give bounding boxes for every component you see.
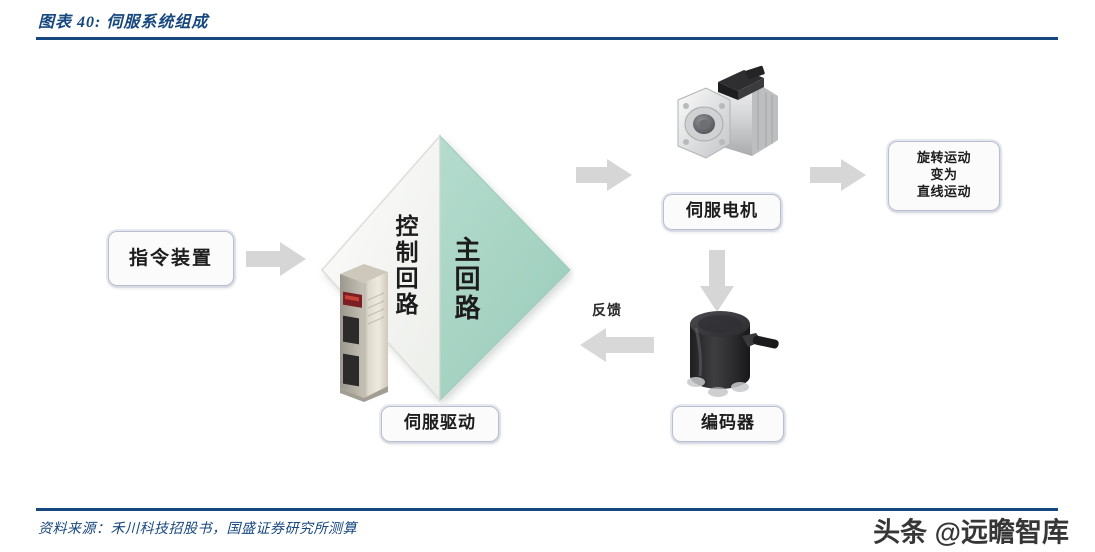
node-servo-motor[interactable]: 伺服电机 [663,194,781,230]
servo-system-diagram: 指令装置 [0,44,1095,506]
watermark: 头条 @远瞻智库 [873,517,1069,548]
figure-header: 图表 40: 伺服系统组成 [0,0,1095,42]
node-servo-drive[interactable]: 伺服驱动 [381,406,499,442]
arrow-drive-to-motor [576,159,632,191]
node-command-device[interactable]: 指令装置 [108,231,234,286]
footer-divider [36,508,1058,511]
node-motion-conversion[interactable]: 旋转运动 变为 直线运动 [888,141,1000,211]
header-divider [36,37,1058,40]
label-control-circuit: 控制回路 [391,214,417,318]
node-encoder[interactable]: 编码器 [672,406,784,442]
arrow-motor-to-convert [810,159,866,191]
label-feedback: 反馈 [592,303,622,319]
motion-convert-line-2: 变为 [930,167,958,183]
servo-drive-device-image [334,260,390,402]
source-note: 资料来源：禾川科技招股书，国盛证券研究所测算 [38,522,357,537]
encoder-device-image [672,302,788,406]
page-title: 图表 40: 伺服系统组成 [38,14,209,31]
motion-convert-line-3: 直线运动 [916,185,971,201]
arrow-command-to-drive [246,242,306,276]
label-main-circuit: 主回路 [450,236,480,323]
arrow-motor-to-encoder [700,250,734,312]
servo-drive-diamond: 控制回路 主回路 [318,132,574,404]
arrow-encoder-to-drive [580,328,654,362]
motion-convert-line-1: 旋转运动 [916,150,971,166]
servo-motor-device-image [660,62,788,182]
